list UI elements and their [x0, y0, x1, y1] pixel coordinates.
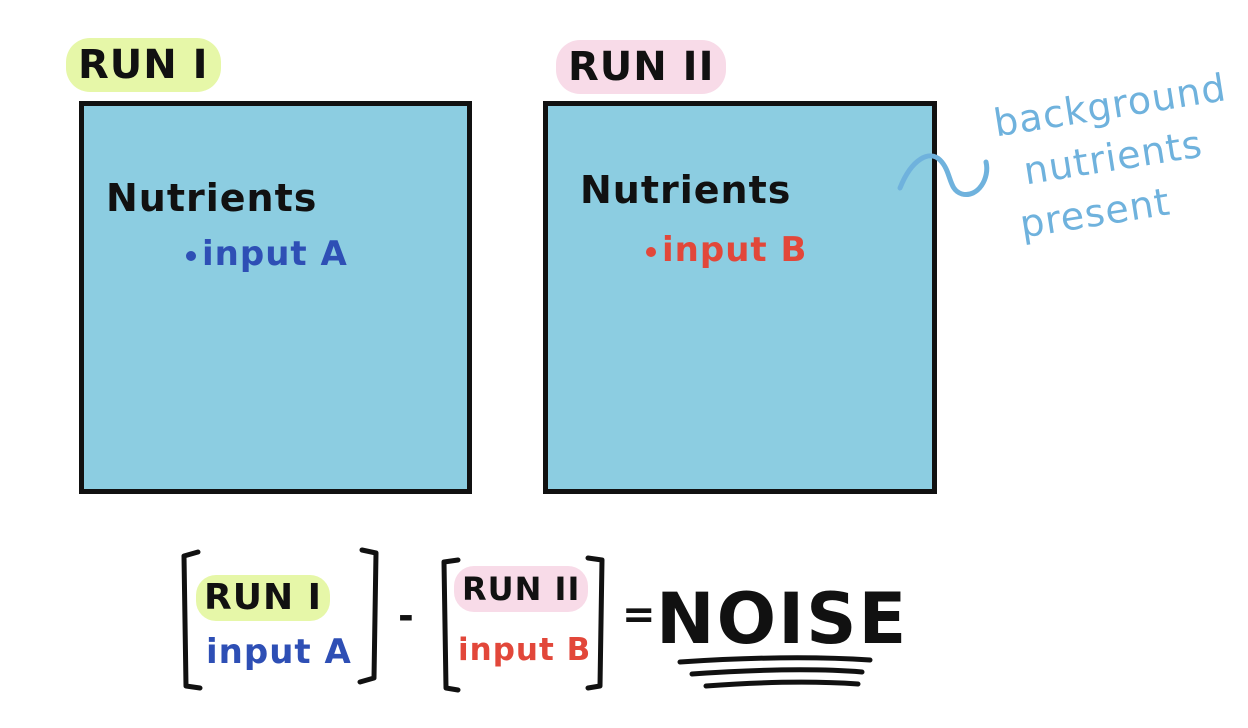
noise-result: NOISE [656, 578, 909, 660]
noise-underline-1 [677, 655, 873, 665]
run-1-input-label: input A [202, 234, 348, 274]
run-1-title: RUN I [66, 38, 221, 92]
run-2-box [543, 101, 937, 494]
run-2-nutrients-label: Nutrients [580, 168, 792, 212]
right-bracket-open [441, 557, 461, 693]
squiggle-pointer [897, 153, 990, 197]
run-1-box [79, 101, 472, 494]
equals-operator: = [622, 592, 657, 638]
run-2-input-label: input B [662, 230, 808, 270]
minus-operator: - [398, 594, 415, 638]
run-2-input-item: input B [646, 230, 807, 270]
equation-input-a: input A [206, 632, 352, 672]
equation-run-2-title: RUN II [454, 566, 589, 612]
bullet-dot [646, 246, 656, 257]
run-2-title: RUN II [556, 40, 727, 94]
equation-run-1-title: RUN I [196, 575, 331, 621]
left-bracket-open [181, 549, 203, 691]
left-bracket-close [357, 547, 379, 685]
run-1-nutrients-label: Nutrients [106, 176, 318, 220]
noise-underline-2 [689, 667, 865, 677]
noise-underline-3 [703, 679, 861, 689]
equation-input-b: input B [458, 632, 592, 668]
run-1-input-item: input A [186, 234, 348, 274]
right-bracket-close [585, 555, 605, 691]
bullet-dot [186, 250, 196, 261]
